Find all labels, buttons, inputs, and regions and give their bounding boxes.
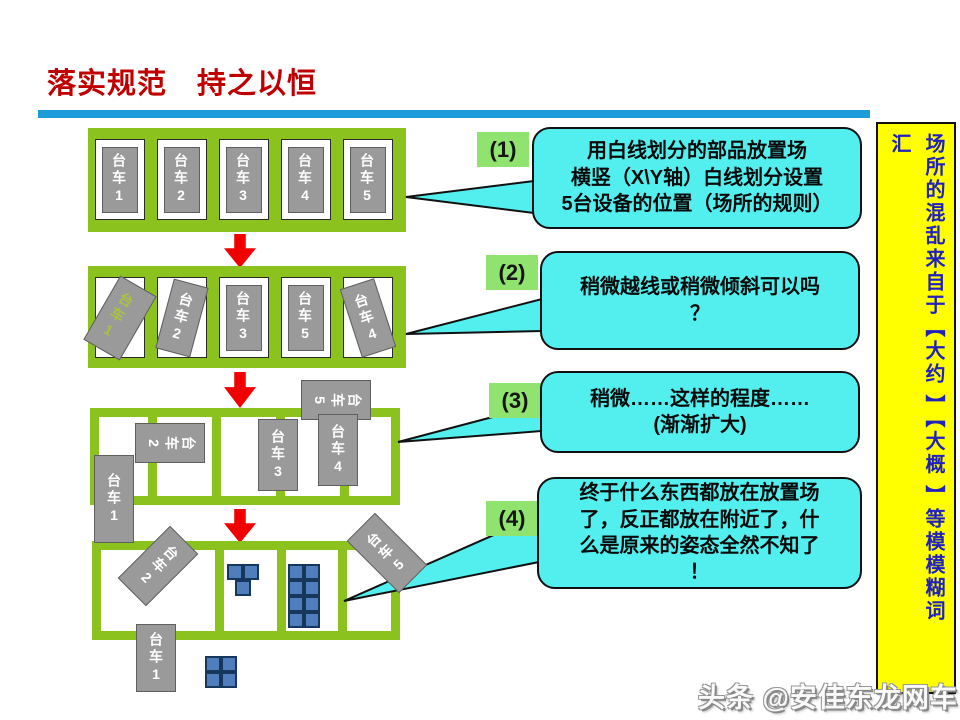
- cart-3: 台车3: [226, 146, 262, 213]
- watermark: 头条 @安佳东龙网车: [698, 683, 958, 713]
- step-label-3: (3): [489, 383, 541, 418]
- sidebar-note: 场所的混乱来自于【大约 】【大概 】等模模糊词 汇: [876, 122, 956, 694]
- parking-slot: 台车5: [281, 277, 331, 358]
- slot-divider: [277, 550, 286, 631]
- cart-4: 台车4: [288, 146, 324, 213]
- blue-block: [235, 580, 251, 596]
- cart-5: 台车5: [350, 146, 386, 213]
- step-label-1: (1): [477, 132, 529, 167]
- step-label-4: (4): [486, 501, 538, 536]
- diagram-2-parking-area: 台车1 台车2 台车3 台车5 台车4: [83, 266, 406, 368]
- parking-slot: 台车2: [155, 277, 209, 358]
- speech-bubble-2: 稍微越线或稍微倾斜可以吗 ？: [540, 251, 860, 350]
- speech-bubble-3: 稍微……这样的程度…… (渐渐扩大): [540, 371, 860, 453]
- parking-slot: 台车2: [157, 139, 207, 220]
- slot-divider: [212, 417, 221, 496]
- slot-divider: [338, 550, 347, 631]
- bubble-2-tail: [405, 297, 543, 335]
- speech-bubble-4: 终于什么东西都放在放置场 了，反正都放在附近了，什 么是原来的姿态全然不知了 ！: [537, 477, 862, 589]
- cart-3: 台车3: [226, 284, 262, 351]
- parking-slot: 台车3: [219, 277, 269, 358]
- sidebar-text-main: 场所的混乱来自于【大约 】【大概 】等模模糊词: [922, 133, 944, 624]
- bubble-1-tail: [405, 179, 535, 215]
- slot-divider: [215, 550, 224, 631]
- blue-block: [227, 564, 243, 580]
- parking-slot: 台车4: [339, 277, 397, 358]
- parking-slot: 台车3: [219, 139, 269, 220]
- parking-slot: 台车1: [83, 274, 157, 361]
- blue-block-grid-2x2: [205, 656, 237, 688]
- cart-2-displaced: 台车2: [135, 423, 205, 463]
- page-title: 落实规范 持之以恒: [47, 68, 318, 100]
- cart-2: 台车2: [164, 146, 200, 213]
- cart-5: 台车5: [288, 284, 324, 351]
- title-divider: [38, 110, 870, 118]
- cart-1-scattered: 台车1: [136, 624, 176, 692]
- diagram-1-parking-area: 台车1 台车2 台车3 台车4 台车5: [88, 128, 406, 232]
- cart-4-displaced: 台车4: [318, 414, 358, 486]
- cart-3-displaced: 台车3: [258, 419, 298, 491]
- cart-1: 台车1: [102, 146, 138, 213]
- cart-1-displaced: 台车1: [94, 455, 134, 543]
- step-label-2: (2): [486, 255, 538, 290]
- blue-block-grid-2x4: [288, 564, 320, 628]
- parking-slot: 台车4: [281, 139, 331, 220]
- parking-slot: 台车5: [343, 139, 393, 220]
- speech-bubble-1: 用白线划分的部品放置场 横竖（X\Y轴）白线划分设置 5台设备的位置（场所的规则…: [532, 127, 862, 229]
- sidebar-text-wrap: 汇: [888, 133, 910, 156]
- blue-block: [243, 564, 259, 580]
- parking-slot: 台车1: [95, 139, 145, 220]
